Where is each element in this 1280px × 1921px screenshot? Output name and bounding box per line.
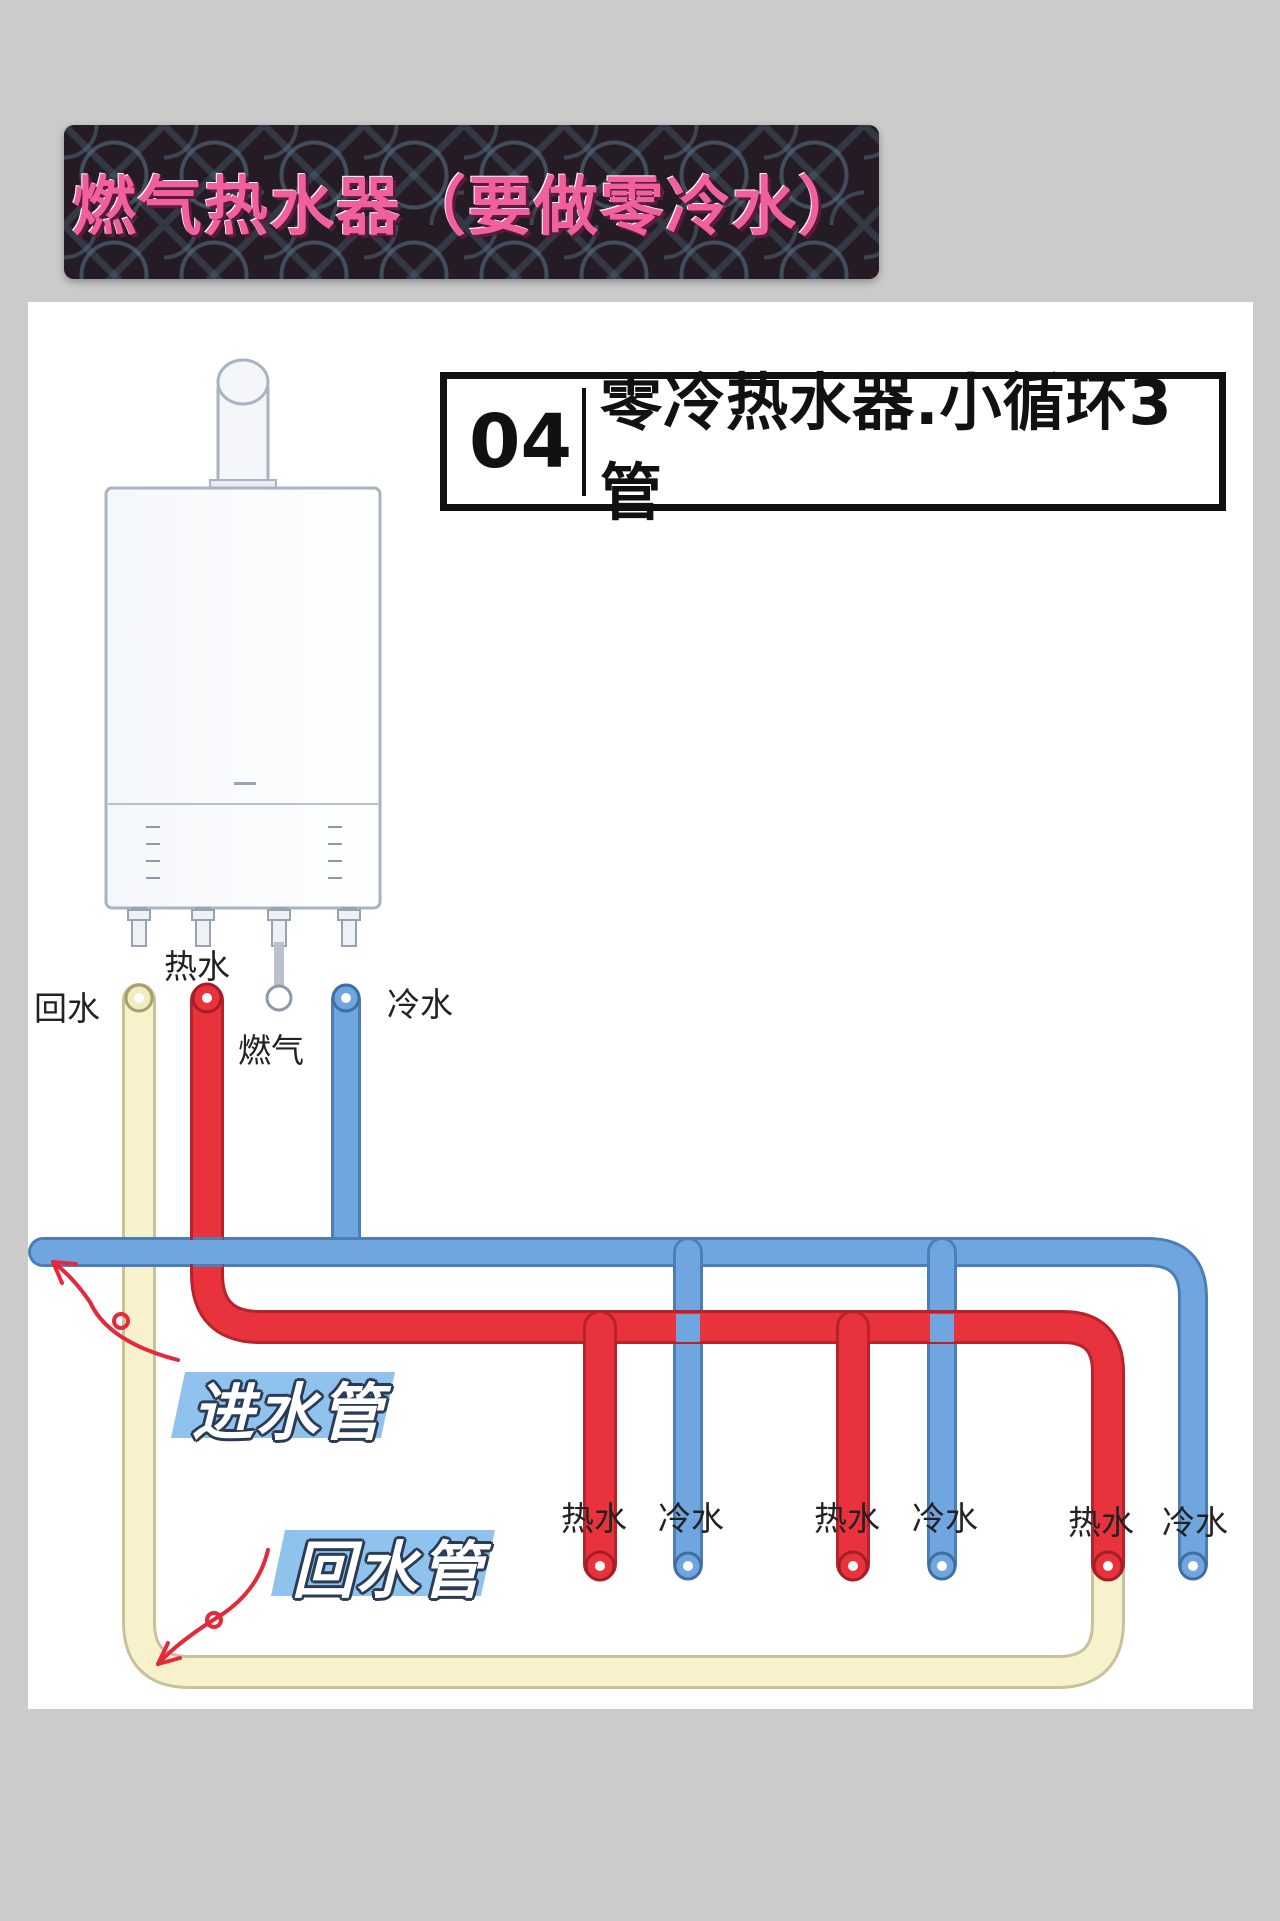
cold-crossings: [188, 1237, 954, 1342]
heater-connectors: [127, 907, 361, 947]
label-cold-water: 冷水: [387, 985, 453, 1024]
step-header: 04 零冷热水器.小循环3管: [440, 366, 1226, 529]
water-heater-unit: [104, 486, 382, 947]
step-number: 04: [469, 398, 572, 485]
flue-pipe: [209, 358, 277, 491]
inlet-arrow: [51, 1260, 180, 1362]
title-banner: 燃气热水器（要做零冷水）: [64, 125, 879, 279]
return-pipe-tag: 回水管: [292, 1534, 485, 1607]
hot-water-pipe: [190, 982, 1125, 1581]
outlet-2-cold-label: 冷水: [912, 1499, 978, 1538]
outlet-3-hot-label: 热水: [1068, 1503, 1134, 1542]
step-title: 零冷热水器.小循环3管: [600, 365, 1173, 529]
vent-slots-right: [328, 826, 342, 879]
gas-pipe: [265, 942, 293, 1012]
outlet-caps: [584, 1550, 1208, 1582]
return-pipe: [122, 983, 1125, 1689]
step-divider: [582, 387, 586, 496]
return-arrow: [156, 1548, 270, 1666]
inlet-pipe-tag: 进水管: [192, 1376, 385, 1449]
banner-title: 燃气热水器（要做零冷水）: [72, 171, 864, 245]
outlet-2-hot-label: 热水: [814, 1499, 880, 1538]
label-gas: 燃气: [238, 1031, 304, 1070]
label-hot-water: 热水: [164, 947, 230, 986]
vent-slots-left: [146, 826, 160, 879]
label-return-water: 回水: [34, 989, 100, 1028]
diagram-panel: 04 零冷热水器.小循环3管 回水 热水 燃气 冷水 热水 冷水 热水 冷水 热…: [28, 302, 1253, 1709]
piping-diagram: [28, 358, 1208, 1689]
cold-water-pipe: [28, 983, 1208, 1579]
outlet-1-hot-label: 热水: [561, 1499, 627, 1538]
outlet-1-cold-label: 冷水: [658, 1499, 724, 1538]
outlet-3-cold-label: 冷水: [1162, 1503, 1228, 1542]
